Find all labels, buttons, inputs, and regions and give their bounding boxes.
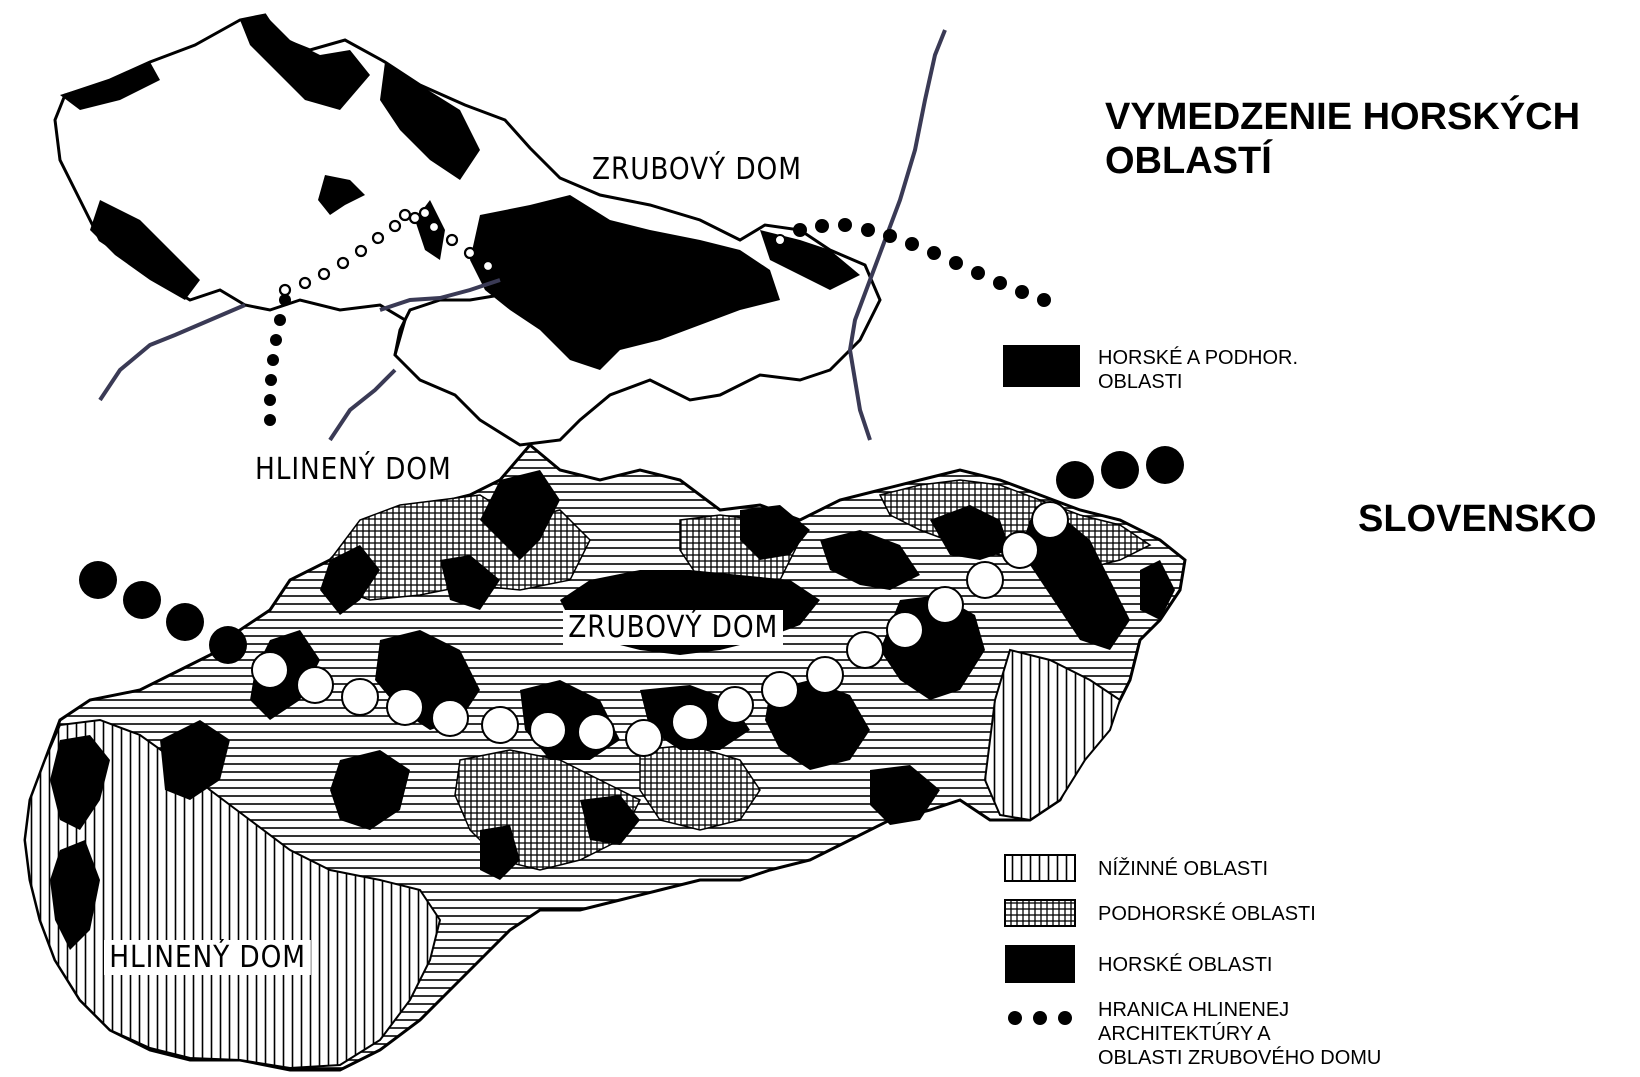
map-label-hlineny-dom-slovakia: HLINENÝ DOM xyxy=(104,940,312,975)
map-label-zrubovy-dom-slovakia: ZRUBOVÝ DOM xyxy=(563,610,784,645)
slovakia-title: SLOVENSKO xyxy=(1358,498,1597,540)
slovakia-black-dot-boundary-west xyxy=(79,561,247,664)
slovakia-black-dot-boundary-northeast xyxy=(1056,446,1184,499)
legend-swatch-mountain-submountain xyxy=(1003,345,1080,387)
map-label-hlineny-dom-czech: HLINENÝ DOM xyxy=(255,452,452,487)
legend-label-mountain-submountain: HORSKÉ A PODHOR. OBLASTI xyxy=(1098,347,1299,393)
legend-label-mountain: HORSKÉ OBLASTI xyxy=(1098,954,1273,976)
legend-label-submountain: PODHORSKÉ OBLASTI xyxy=(1098,903,1316,925)
czech-white-dot-boundary xyxy=(278,206,495,297)
czech-mountains xyxy=(60,15,860,370)
legend-swatch-submountain xyxy=(1004,899,1076,927)
czech-border xyxy=(53,13,882,447)
legend-swatch-mountain xyxy=(1005,945,1075,983)
legend-swatches xyxy=(1003,345,1080,1025)
legend-swatch-lowland xyxy=(1004,854,1076,882)
czech-black-dot-boundary-west xyxy=(264,294,291,426)
slovakia-map xyxy=(23,442,1187,1072)
czech-inner-border xyxy=(393,293,501,356)
czech-region-title: VYMEDZENIE HORSKÝCH OBLASTÍ xyxy=(1105,96,1581,182)
slovakia-lowland-southwest xyxy=(23,718,442,1070)
legend-label-boundary: HRANICA HLINENEJ ARCHITEKTÚRY A OBLASTI … xyxy=(1098,999,1382,1069)
czech-map xyxy=(53,13,1051,447)
map-label-zrubovy-dom-czech: ZRUBOVÝ DOM xyxy=(592,152,802,187)
legend-swatch-boundary-dots xyxy=(1008,1011,1072,1025)
legend-label-lowland: NÍŽINNÉ OBLASTI xyxy=(1098,858,1269,880)
slovakia-lowland-east xyxy=(983,648,1122,822)
czech-black-dot-boundary-east xyxy=(774,218,1051,307)
czech-rivers xyxy=(98,29,947,442)
slovakia-white-dot-boundary xyxy=(251,501,1069,757)
